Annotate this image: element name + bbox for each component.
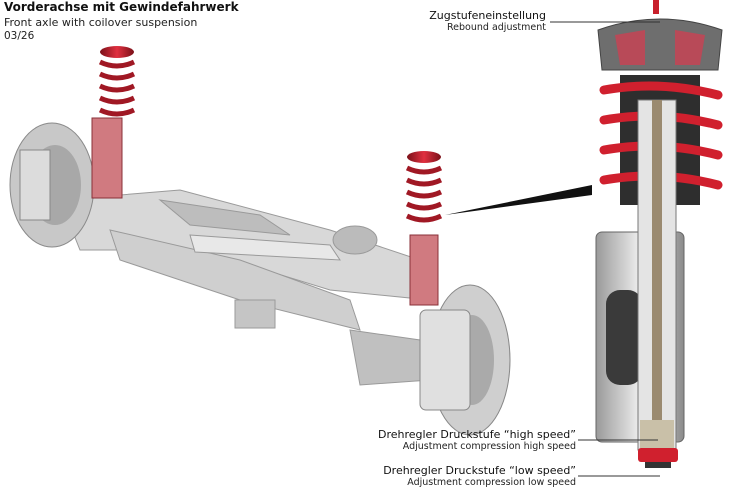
page-number: 03/26 <box>4 30 35 42</box>
right-brake-disc <box>419 284 511 436</box>
coilover-cutaway <box>595 0 723 468</box>
front-axle-subframe <box>59 189 431 386</box>
callout-de: Drehregler Druckstufe “high speed” <box>377 428 576 441</box>
page-title: Vorderachse mit Gewindefahrwerk <box>4 0 239 14</box>
callout-de: Drehregler Druckstufe “low speed” <box>383 464 576 477</box>
left-brake-disc <box>9 122 95 248</box>
callout-rebound-adjustment: Zugstufeneinstellung Rebound adjustment <box>429 10 546 34</box>
detail-pointer <box>445 185 592 215</box>
leader-lines <box>550 21 660 477</box>
callout-compression-high-speed: Drehregler Druckstufe “high speed” Adjus… <box>378 429 576 453</box>
callout-en: Rebound adjustment <box>447 22 546 33</box>
callout-en: Adjustment compression low speed <box>407 477 576 488</box>
left-coilover-strut <box>91 46 136 199</box>
callout-de: Zugstufeneinstellung <box>429 9 546 22</box>
page-subtitle: Front axle with coilover suspension <box>4 16 198 29</box>
right-coilover-strut <box>405 151 443 306</box>
callout-compression-low-speed: Drehregler Druckstufe “low speed” Adjust… <box>383 465 576 489</box>
callout-en: Adjustment compression high speed <box>402 441 576 452</box>
